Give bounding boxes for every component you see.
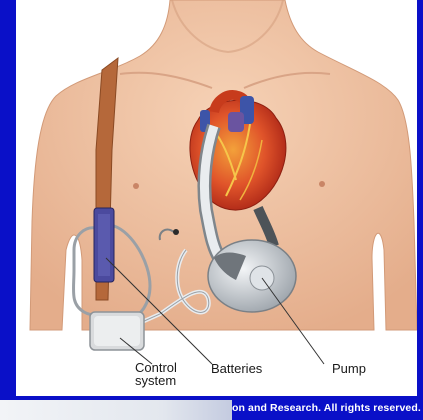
footer-gradient xyxy=(0,400,232,420)
nipple-right xyxy=(319,181,325,187)
pump-label: Pump xyxy=(332,361,366,376)
nipple-left xyxy=(133,183,139,189)
control-system-label: Control system xyxy=(135,361,177,387)
control-system-label-line2: system xyxy=(135,374,177,387)
pump-device xyxy=(208,240,296,312)
copyright-text: on and Research. All rights reserved. xyxy=(232,402,421,414)
lvad-illustration xyxy=(16,0,417,396)
batteries-label: Batteries xyxy=(211,361,262,376)
illustration-panel: Control system Batteries Pump xyxy=(16,0,417,396)
